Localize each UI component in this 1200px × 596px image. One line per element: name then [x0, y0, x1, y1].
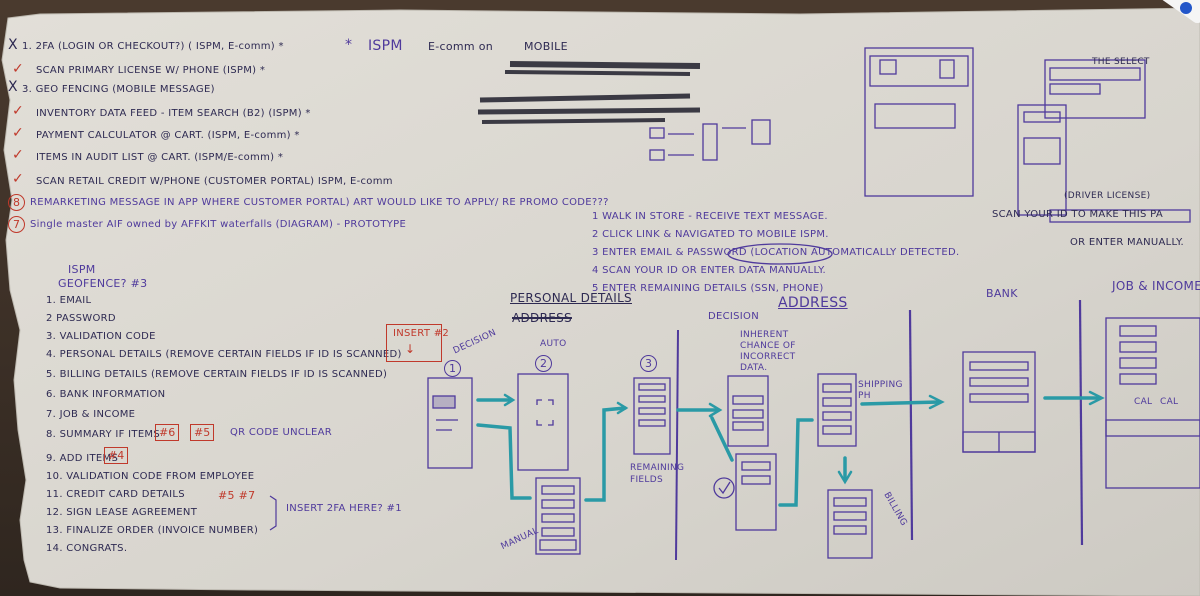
list-item: 1. EMAIL [46, 295, 92, 306]
inherent-note: INHERENT CHANCE OF INCORRECT DATA. [740, 330, 796, 373]
header-subtitle: E-comm on [428, 40, 494, 53]
address-struck-label: ADDRESS [512, 311, 572, 325]
status-mark: 8 [8, 194, 25, 211]
select-note: THE SELECT [1092, 57, 1150, 67]
list-item: 10. VALIDATION CODE FROM EMPLOYEE [46, 471, 255, 482]
tag-box: #6 [155, 424, 180, 441]
tag-box: #5 [190, 424, 215, 441]
status-mark: ✓ [12, 103, 24, 119]
insert-2fa-note: INSERT 2FA HERE? #1 [286, 503, 402, 514]
header-mobile: MOBILE [524, 40, 568, 53]
priority-item: REMARKETING MESSAGE IN APP WHERE CUSTOME… [30, 197, 609, 208]
status-mark: ✓ [12, 61, 24, 77]
list-item: 14. CONGRATS. [46, 543, 128, 554]
address-label: ADDRESS [778, 295, 848, 311]
cal-label: CAL [1160, 397, 1179, 407]
list-item: 11. CREDIT CARD DETAILS [46, 489, 185, 500]
header-title: ISPM [368, 38, 403, 54]
list-item: 4. PERSONAL DETAILS (REMOVE CERTAIN FIEL… [46, 349, 402, 360]
priority-item: ITEMS IN AUDIT LIST @ CART. (ISPM/E-comm… [36, 152, 284, 163]
step-item: 4 SCAN YOUR ID OR ENTER DATA MANUALLY. [592, 265, 826, 276]
tag-box: #5 #7 [218, 489, 256, 502]
status-mark: ✓ [12, 125, 24, 141]
step-item: 1 WALK IN STORE - RECEIVE TEXT MESSAGE. [592, 211, 828, 222]
decision-label: DECISION [708, 311, 759, 322]
list-item: 5. BILLING DETAILS (REMOVE CERTAIN FIELD… [46, 369, 388, 380]
list-item: 6. BANK INFORMATION [46, 389, 166, 400]
priority-item: SCAN PRIMARY LICENSE W/ PHONE (ISPM) * [36, 65, 266, 76]
list-item: 8. SUMMARY IF ITEMS [46, 429, 161, 440]
marker-cap [1152, 0, 1200, 24]
or-enter-note: OR ENTER MANUALLY. [1070, 237, 1184, 248]
insert-box: INSERT #2 ↓ [386, 324, 449, 362]
scan-id-note: SCAN YOUR ID TO MAKE THIS PA [992, 209, 1163, 220]
remaining-fields-label: REMAINING FIELDS [630, 463, 685, 485]
tag-box: #4 [104, 447, 129, 464]
bank-label: BANK [986, 287, 1018, 300]
job-income-label: JOB & INCOME [1112, 279, 1200, 293]
qr-note: QR CODE UNCLEAR [230, 427, 333, 438]
personal-details-label: PERSONAL DETAILS [510, 291, 632, 305]
list-item: 12. SIGN LEASE AGREEMENT [46, 507, 198, 518]
priority-item: PAYMENT CALCULATOR @ CART. (ISPM, E-comm… [36, 130, 300, 141]
list-item: 9. ADD ITEMS [46, 453, 119, 464]
insert-label: INSERT #2 [393, 328, 450, 339]
cal-label: CAL [1134, 397, 1153, 407]
step-item: 3 ENTER EMAIL & PASSWORD (LOCATION AUTOM… [592, 247, 960, 258]
shipping-label: SHIPPING PH [858, 380, 903, 401]
header-mark: * [345, 37, 353, 53]
list-item: 13. FINALIZE ORDER (INVOICE NUMBER) [46, 525, 259, 536]
list-item: 3. VALIDATION CODE [46, 331, 156, 342]
step-badge: 2 [535, 355, 552, 372]
status-mark: 7 [8, 216, 25, 233]
status-mark: X [8, 37, 18, 53]
priority-item: 3. GEO FENCING (MOBILE MESSAGE) [22, 84, 215, 95]
ispm-list-title: ISPM [68, 263, 96, 276]
step-item: 2 CLICK LINK & NAVIGATED TO MOBILE ISPM. [592, 229, 829, 240]
geofence-question: GEOFENCE? #3 [58, 277, 148, 290]
arrow-down-icon: ↓ [405, 342, 416, 356]
list-item: 2 PASSWORD [46, 313, 116, 324]
priority-item: SCAN RETAIL CREDIT W/PHONE (CUSTOMER POR… [36, 176, 393, 187]
step-badge: 1 [444, 360, 461, 377]
priority-item: 1. 2FA (LOGIN OR CHECKOUT?) ( ISPM, E-co… [22, 41, 284, 52]
step-item: 5 ENTER REMAINING DETAILS (SSN, PHONE) [592, 283, 824, 294]
list-item: 7. JOB & INCOME [46, 409, 136, 420]
auto-label: AUTO [540, 339, 567, 349]
status-mark: X [8, 79, 18, 95]
status-mark: ✓ [12, 171, 24, 187]
driver-license-note: (DRIVER LICENSE) [1064, 191, 1151, 201]
status-mark: ✓ [12, 147, 24, 163]
priority-item: INVENTORY DATA FEED - ITEM SEARCH (B2) (… [36, 108, 311, 119]
step-badge: 3 [640, 355, 657, 372]
priority-item: Single master AIF owned by AFFKIT waterf… [30, 219, 407, 230]
